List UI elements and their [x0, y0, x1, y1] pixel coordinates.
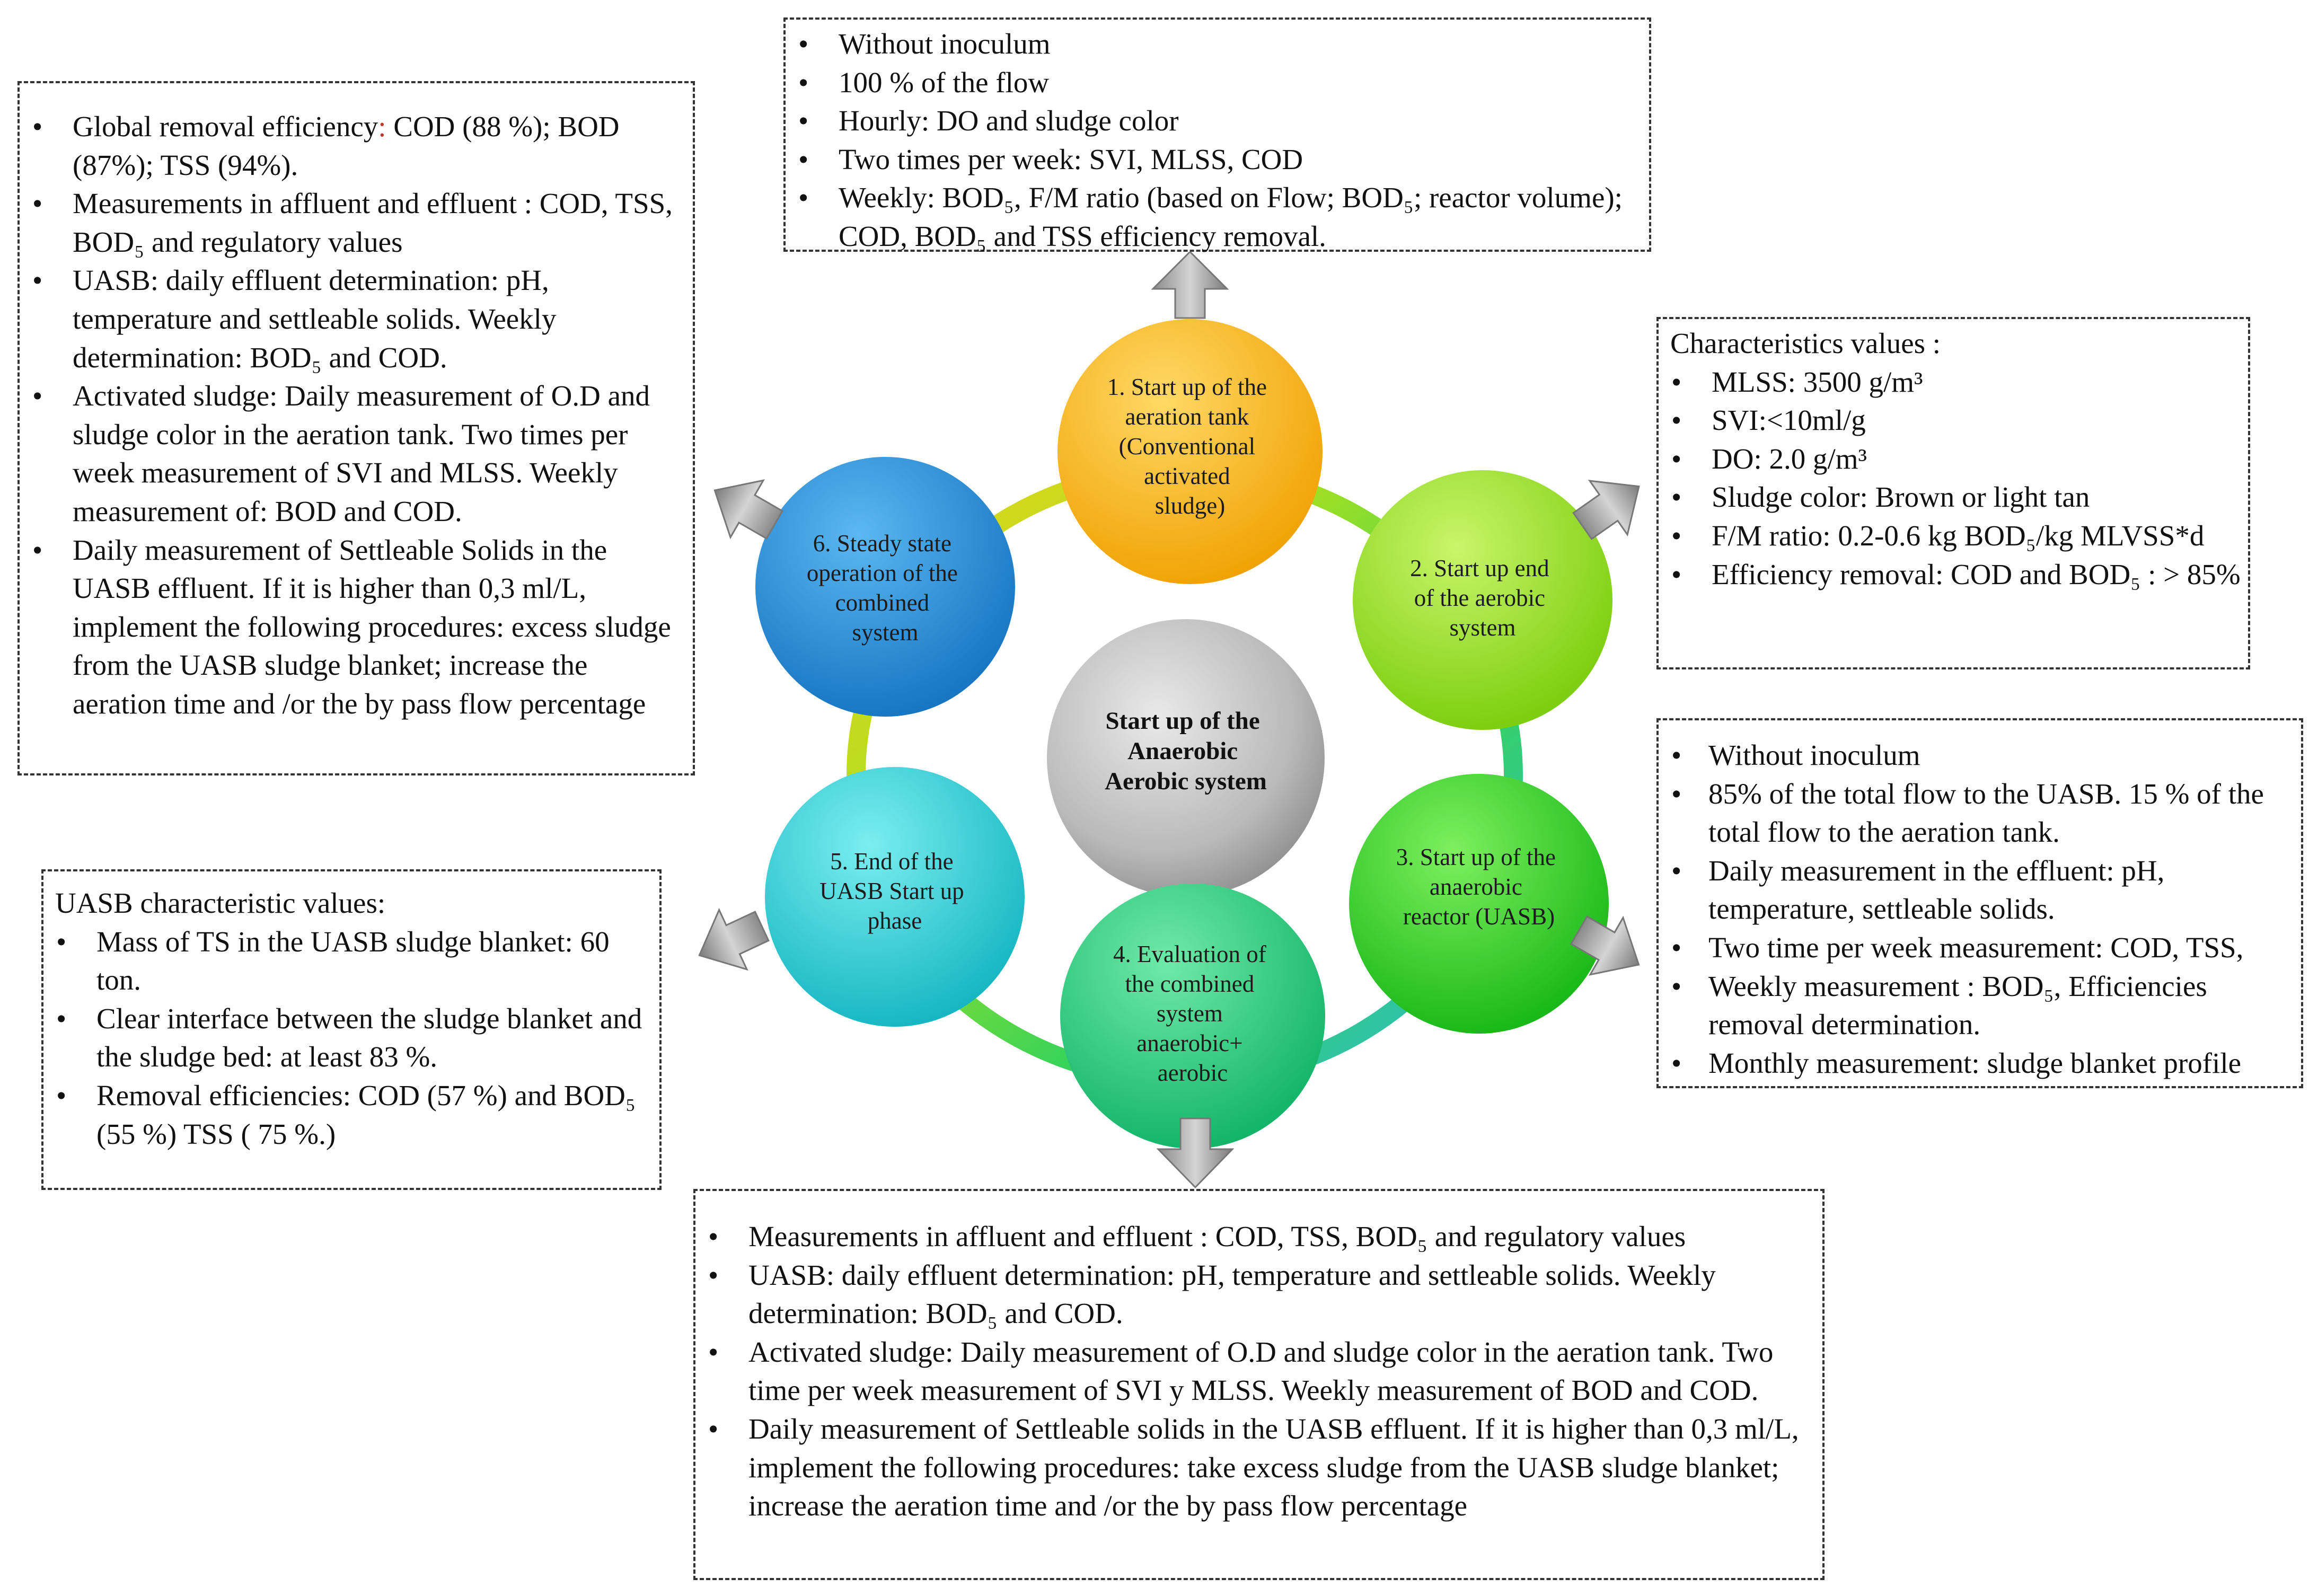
arrow-lower-left-icon [698, 907, 770, 971]
box-characteristics-values: Characteristics values : MLSS: 3500 g/m³… [1656, 317, 2250, 669]
list-item: Monthly measurement: sludge blanket prof… [1666, 1044, 2294, 1083]
colon-mark: : [378, 110, 386, 143]
item-text: Global removal efficiency [73, 110, 378, 143]
svg-text:3. Start up of the ana: 3. Start up of the anaerobic reactor (UA… [1396, 844, 1562, 930]
bullet-list: Global removal efficiency: COD (88 %); B… [27, 108, 685, 724]
box-steady-state-notes: Global removal efficiency: COD (88 %); B… [17, 81, 695, 775]
bullet-list: Mass of TS in the UASB sludge blanket: 6… [51, 923, 652, 1154]
center-node: Start up of the Anaerobic Aerobic system [1047, 619, 1325, 897]
box-uasb-characteristic-values: UASB characteristic values: Mass of TS i… [41, 869, 662, 1190]
list-item: DO: 2.0 g/m³ [1666, 440, 2241, 479]
bullet-list: MLSS: 3500 g/m³ SVI:<10ml/g DO: 2.0 g/m³… [1666, 363, 2241, 594]
center-line: Anaerobic [1127, 737, 1238, 765]
list-item: Mass of TS in the UASB sludge blanket: 6… [51, 923, 652, 1000]
box-uasb-startup-notes: Without inoculum 85% of the total flow t… [1656, 718, 2303, 1088]
list-item: Activated sludge: Daily measurement of O… [703, 1333, 1815, 1410]
svg-text:1. Start up of the aer: 1. Start up of the aeration tank (Conven… [1107, 374, 1273, 519]
list-item: Daily measurement of Settleable Solids i… [27, 531, 685, 724]
step-6-node: 6. Steady state operation of the combine… [755, 457, 1015, 717]
list-item: Removal efficiencies: COD (57 %) and BOD… [51, 1077, 652, 1153]
bullet-list: Without inoculum 85% of the total flow t… [1666, 736, 2294, 1082]
list-item: UASB: daily effluent determination: pH, … [703, 1256, 1815, 1333]
list-item: 85% of the total flow to the UASB. 15 % … [1666, 775, 2294, 852]
step-4-node: 4. Evaluation of the combined system ana… [1060, 884, 1325, 1149]
list-item: Hourly: DO and sludge color [793, 102, 1642, 140]
list-item: Daily measurement of Settleable solids i… [703, 1410, 1815, 1526]
list-item: Clear interface between the sludge blank… [51, 1000, 652, 1077]
svg-text:5. End of the UASB Sta: 5. End of the UASB Start up phase [819, 848, 970, 934]
arrow-up-icon [1151, 250, 1229, 319]
bullet-list: Measurements in affluent and effluent : … [703, 1218, 1815, 1526]
svg-text:4. Evaluation of the c: 4. Evaluation of the combined system ana… [1113, 941, 1272, 1086]
box-aeration-startup-notes: Without inoculum 100 % of the flow Hourl… [783, 17, 1651, 252]
list-item: UASB: daily effluent determination: pH, … [27, 261, 685, 377]
center-line: Start up of the [1106, 707, 1260, 735]
arrow-lower-right-icon [1570, 915, 1640, 976]
list-item: 100 % of the flow [793, 64, 1642, 102]
step-2-node: 2. Start up end of the aerobic system [1353, 470, 1612, 730]
box-combined-evaluation-notes: Measurements in affluent and effluent : … [693, 1189, 1825, 1580]
list-item: SVI:<10ml/g [1666, 401, 2241, 440]
list-item: Global removal efficiency: COD (88 %); B… [27, 108, 685, 184]
step-1-node: 1. Start up of the aeration tank (Conven… [1057, 319, 1323, 584]
list-item: Without inoculum [1666, 736, 2294, 775]
svg-text:6. Steady state operat: 6. Steady state operation of the combine… [807, 530, 964, 646]
bullet-list: Without inoculum 100 % of the flow Hourl… [793, 25, 1642, 256]
list-item: F/M ratio: 0.2-0.6 kg BOD₅/kg MLVSS*d [1666, 517, 2241, 555]
center-line: Aerobic system [1105, 768, 1267, 795]
list-item: Weekly measurement : BOD₅, Efficiencies … [1666, 967, 2294, 1044]
list-item: Without inoculum [793, 25, 1642, 64]
list-item: Efficiency removal: COD and BOD₅ : > 85% [1666, 555, 2241, 594]
list-item: MLSS: 3500 g/m³ [1666, 363, 2241, 402]
list-item: Activated sludge: Daily measurement of O… [27, 377, 685, 531]
arrow-upper-right-icon [1572, 480, 1640, 540]
list-item: Two times per week: SVI, MLSS, COD [793, 140, 1642, 179]
arrow-down-icon [1156, 1117, 1235, 1189]
svg-text:2. Start up end of the: 2. Start up end of the aerobic system [1410, 555, 1555, 641]
arrow-upper-left-icon [713, 479, 784, 540]
box-header: UASB characteristic values: [55, 887, 386, 919]
svg-text:Start up of the Anaero: Start up of the Anaerobic Aerobic system [1105, 707, 1267, 795]
box-header: Characteristics values : [1670, 327, 1941, 359]
list-item: Sludge color: Brown or light tan [1666, 478, 2241, 517]
list-item: Two time per week measurement: COD, TSS, [1666, 929, 2294, 967]
list-item: Daily measurement in the effluent: pH, t… [1666, 852, 2294, 929]
list-item: Measurements in affluent and effluent : … [27, 184, 685, 261]
item-text: COD (88 %); BOD (87%); TSS (94%). [73, 110, 620, 181]
list-item: Weekly: BOD₅, F/M ratio (based on Flow; … [793, 179, 1642, 255]
step-3-node: 3. Start up of the anaerobic reactor (UA… [1349, 774, 1609, 1034]
list-item: Measurements in affluent and effluent : … [703, 1218, 1815, 1256]
step-5-node: 5. End of the UASB Start up phase [765, 767, 1025, 1027]
